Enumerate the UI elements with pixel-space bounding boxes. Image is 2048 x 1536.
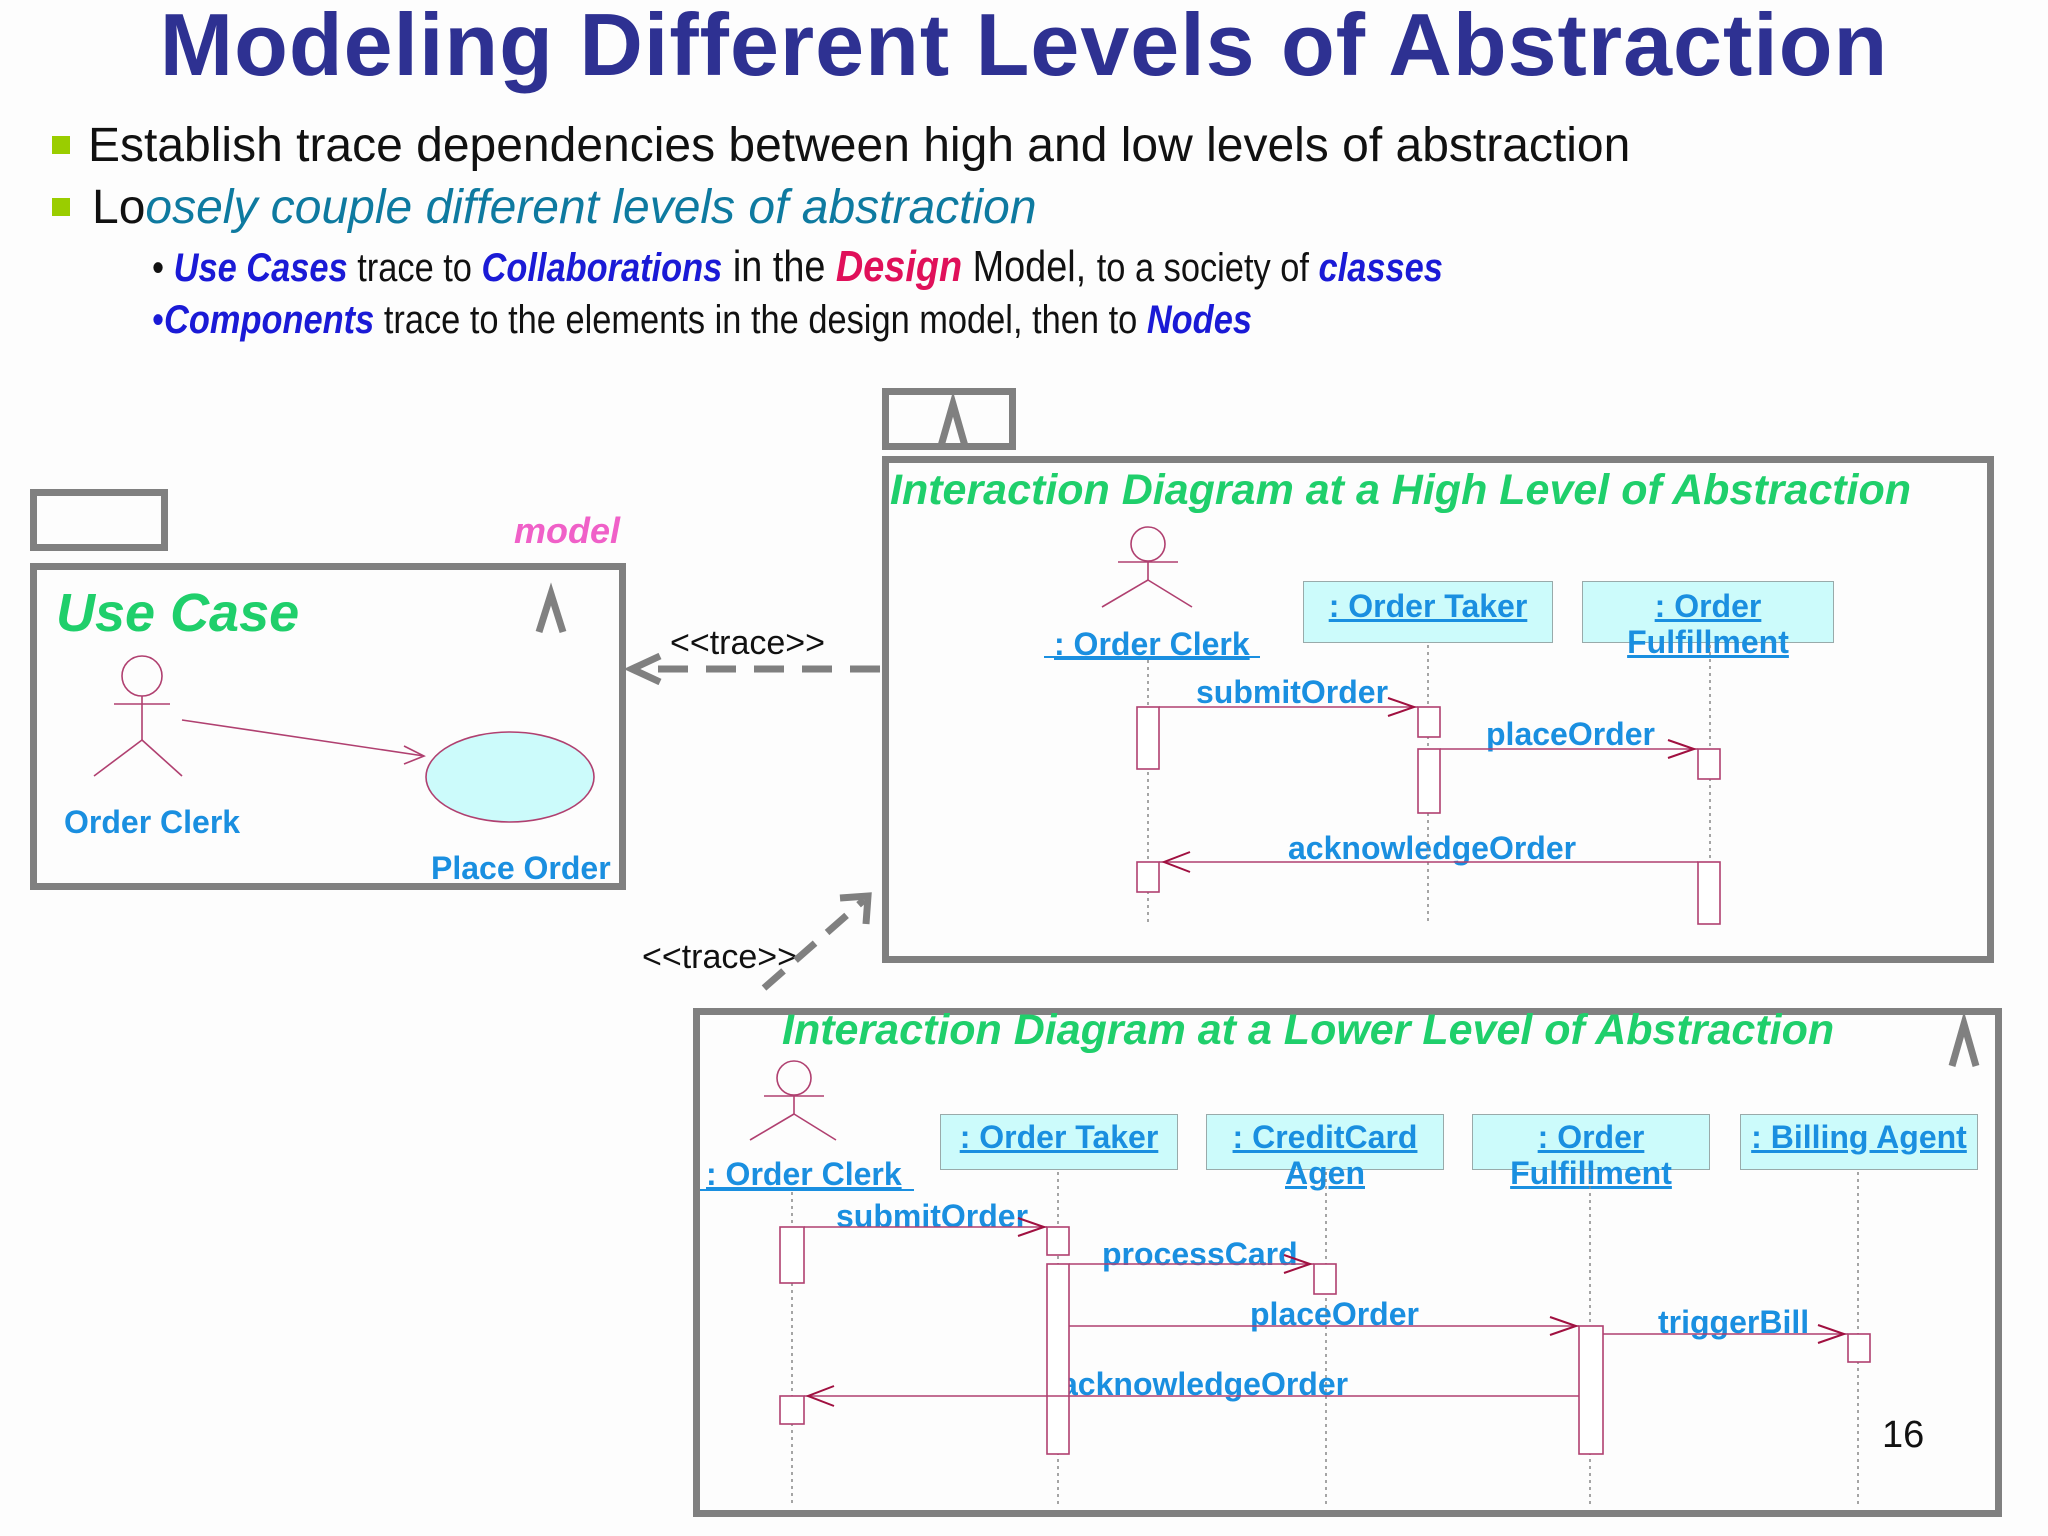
msg-label: acknowledgeOrder bbox=[1288, 830, 1577, 866]
actor-label: Order Clerk bbox=[64, 804, 241, 840]
sub-text: trace to bbox=[347, 246, 482, 290]
use-case-package bbox=[30, 563, 626, 890]
kw-collaborations: Collaborations bbox=[481, 246, 723, 290]
msg-label: processCard bbox=[1102, 1236, 1298, 1272]
ll-obj-line2: Fulfillment bbox=[1510, 1155, 1672, 1191]
low-level-package bbox=[693, 1008, 2002, 1517]
high-level-title: Interaction Diagram at a High Level of A… bbox=[890, 466, 1912, 514]
kw-nodes: Nodes bbox=[1146, 298, 1252, 342]
kw-components: Components bbox=[164, 298, 375, 342]
ll-object-order-taker: : Order Taker bbox=[940, 1114, 1178, 1170]
msg-label: placeOrder bbox=[1486, 716, 1655, 752]
hl-obj-line2: Fulfillment bbox=[1627, 624, 1789, 660]
ll-actor-label: : Order Clerk bbox=[706, 1156, 902, 1192]
trace-arrow-lower bbox=[761, 892, 872, 991]
kw-use-cases: Use Cases bbox=[173, 246, 348, 290]
use-case-label: Place Order bbox=[431, 850, 611, 886]
trace-label-lower: <<trace>> bbox=[642, 938, 798, 976]
bullet-1: Establish trace dependencies between hig… bbox=[88, 119, 1631, 172]
trace-arrow-upper bbox=[623, 652, 880, 686]
ll-obj-line1: : CreditCard bbox=[1232, 1119, 1418, 1155]
actor-icon bbox=[1101, 526, 1193, 608]
use-case-title: Use Case bbox=[56, 583, 300, 643]
bullet-2: Loosely couple different levels of abstr… bbox=[92, 180, 1037, 235]
sub-text: Model, bbox=[962, 242, 1097, 291]
activation-bar bbox=[1136, 706, 1721, 925]
sub-text: in the bbox=[722, 242, 836, 291]
package-icon bbox=[535, 391, 1980, 1067]
sub-bullet-dot: • bbox=[152, 246, 165, 290]
lifelines bbox=[791, 1172, 1859, 1506]
message-arrow bbox=[1159, 697, 1698, 873]
hl-obj-line1: : Order bbox=[1654, 588, 1762, 624]
hl-object-order-taker: : Order Taker bbox=[1303, 581, 1553, 643]
ll-obj-line2: Agen bbox=[1285, 1155, 1365, 1191]
sub-bullet-dot: • bbox=[152, 298, 165, 342]
ll-obj-line1: : Order bbox=[1537, 1119, 1645, 1155]
trace-label-upper: <<trace>> bbox=[670, 624, 826, 662]
low-level-title: Interaction Diagram at a Lower Level of … bbox=[782, 1006, 1835, 1054]
package-tab bbox=[882, 388, 1016, 450]
bullet-square-icon bbox=[52, 136, 70, 154]
msg-label: submitOrder bbox=[836, 1198, 1029, 1234]
kw-classes: classes bbox=[1318, 246, 1443, 290]
msg-label: submitOrder bbox=[1196, 674, 1389, 710]
slide-title: Modeling Different Levels of Abstraction bbox=[159, 0, 1889, 94]
bullet-2-prefix: Lo bbox=[92, 181, 146, 234]
ll-object-billing-agent: : Billing Agent bbox=[1740, 1114, 1978, 1170]
package-tab bbox=[30, 489, 168, 551]
use-case-ellipse bbox=[425, 731, 595, 823]
sub-text: trace to the elements in the design mode… bbox=[374, 298, 1147, 342]
page-number: 16 bbox=[1882, 1414, 1925, 1456]
message-arrow bbox=[804, 1217, 1848, 1407]
kw-design: Design bbox=[835, 242, 963, 291]
actor-icon bbox=[749, 1060, 837, 1141]
activation-bar bbox=[779, 1226, 1871, 1455]
association-arrow bbox=[181, 719, 426, 765]
actor-icon bbox=[93, 655, 183, 777]
bullet-square-icon bbox=[52, 198, 70, 216]
sub-bullet-1: • Use Cases trace to Collaborations in t… bbox=[152, 242, 1443, 292]
high-level-package bbox=[882, 456, 1994, 963]
sub-text: to a society of bbox=[1096, 246, 1319, 290]
bullet-2-rest: osely couple different levels of abstrac… bbox=[145, 181, 1037, 234]
sub-bullet-2: •Components trace to the elements in the… bbox=[152, 298, 1252, 343]
stereotype-label: model bbox=[514, 510, 621, 551]
